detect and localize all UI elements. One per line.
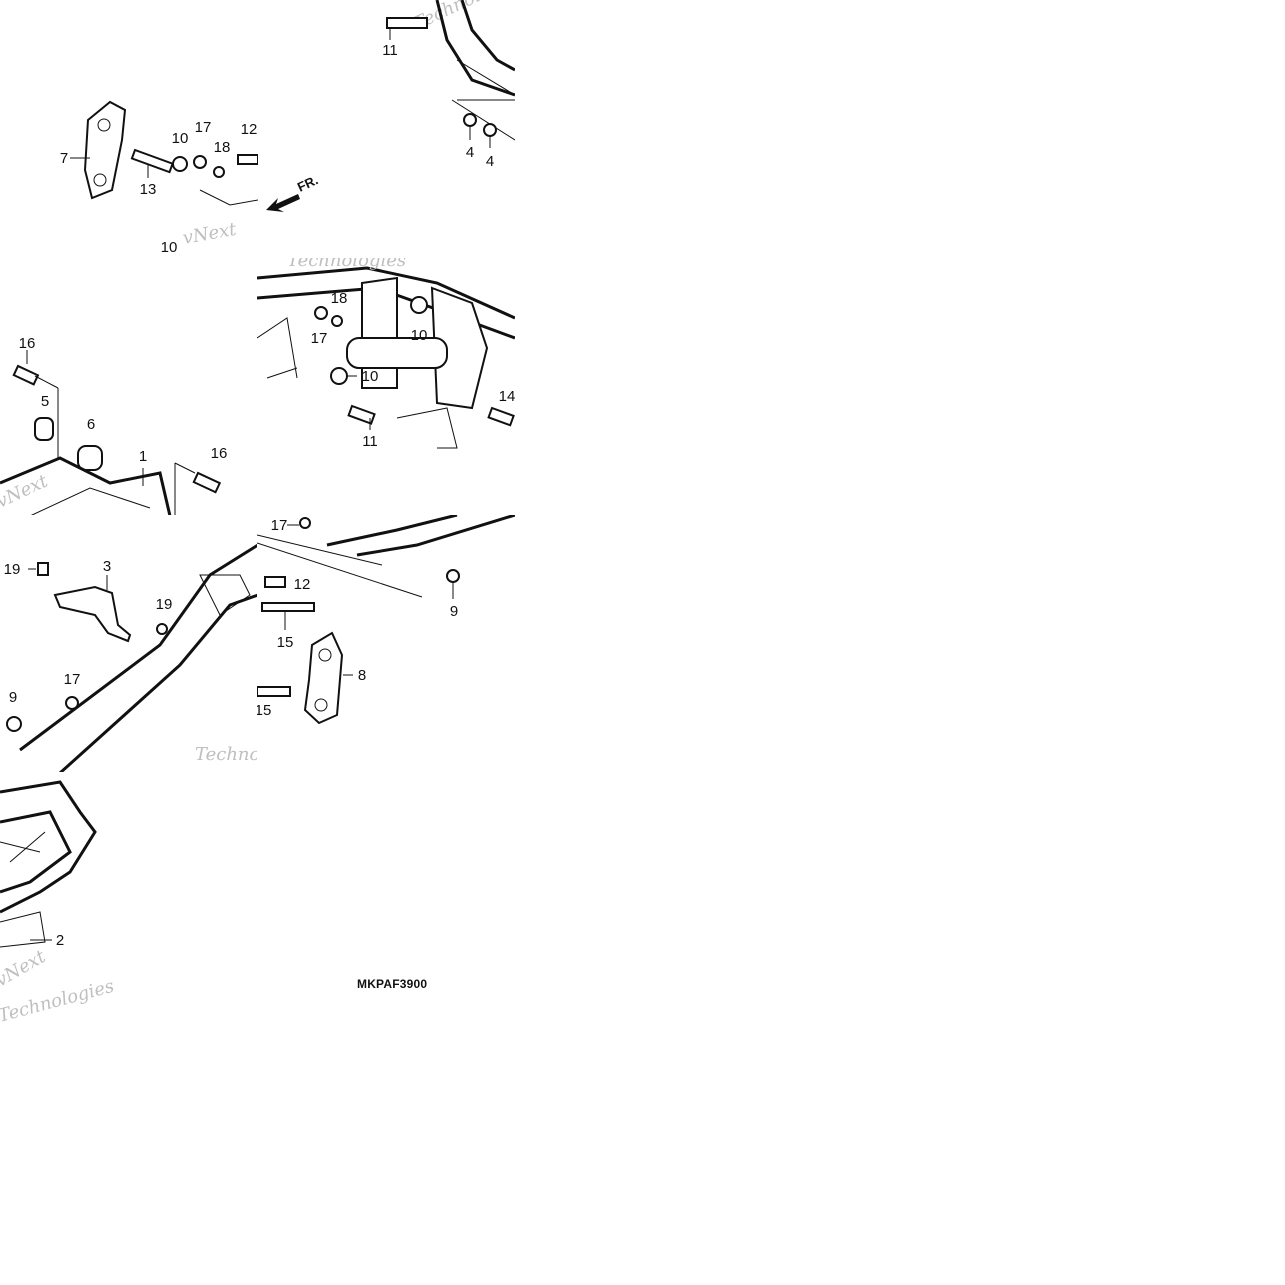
nut-17 [299, 517, 311, 529]
washer-10 [330, 367, 348, 385]
callout-label: 10 [411, 327, 428, 344]
callout-label: 6 [87, 416, 95, 433]
callout-label: 16 [19, 335, 36, 352]
watermark-text: vNext [0, 946, 50, 992]
callout-label: 4 [486, 153, 494, 170]
callout-label: 10 [161, 239, 178, 256]
plate-8 [303, 631, 344, 725]
callout-label: 9 [9, 689, 17, 706]
washer-10 [172, 156, 188, 172]
bolt-13 [130, 148, 174, 174]
callout-label: 2 [56, 932, 64, 949]
tile-bracket-3: 19 3 19 17 9 Technologies [0, 515, 258, 773]
washer-9 [6, 716, 22, 732]
callout-label: 15 [257, 702, 271, 719]
bolt-19 [37, 562, 49, 576]
bolt-15 [261, 602, 315, 612]
callout-label: 17 [64, 671, 81, 688]
callout-label: 12 [241, 121, 258, 138]
tile-plate-7: 7 13 10 17 18 12 10 vNext [0, 0, 258, 258]
callout-label: 11 [362, 433, 378, 450]
callout-label: 14 [499, 388, 515, 405]
callout-label: 19 [4, 561, 21, 578]
arrow-icon [266, 194, 300, 212]
callout-label: 17 [311, 330, 328, 347]
bracket-3 [53, 585, 132, 643]
tile-upper-bracket: Technologies 11 4 4 [257, 0, 515, 258]
plate-7 [83, 100, 127, 200]
watermark-text: vNext [181, 219, 239, 249]
direction-label: FR. [295, 176, 320, 195]
bolt-12 [264, 576, 286, 588]
callout-label: 17 [271, 517, 288, 534]
washer-18 [331, 315, 343, 327]
callout-label: 13 [140, 181, 157, 198]
bushing-5 [34, 417, 54, 441]
callout-label: 12 [294, 576, 311, 593]
callout-label: 1 [139, 448, 147, 465]
callout-label: 4 [466, 144, 474, 161]
nut-17 [65, 696, 79, 710]
callout-label: 16 [211, 445, 228, 462]
callout-label: 17 [195, 119, 212, 136]
watermark-text: Technologies [287, 258, 406, 271]
callout-label: 9 [450, 603, 458, 620]
callout-label: 19 [156, 596, 173, 613]
washer-9 [446, 569, 460, 583]
callout-label: 11 [382, 42, 398, 59]
nut-17 [314, 306, 328, 320]
cross-tube [346, 337, 448, 369]
callout-label: 10 [172, 130, 189, 147]
callout-label: 18 [331, 290, 348, 307]
washer-10 [410, 296, 428, 314]
tile-frame-center: 17 18 10 10 11 14 Technologies [257, 258, 515, 516]
gusset-plate [430, 286, 489, 410]
bolt-16 [192, 471, 222, 494]
washer-18 [213, 166, 225, 178]
callout-label: 8 [358, 667, 366, 684]
bolt-16 [12, 364, 40, 386]
callout-label: 5 [41, 393, 49, 410]
nut-4 [463, 113, 477, 127]
tile-bushings: 16 5 6 1 16 vNext [0, 258, 258, 516]
diagram-code: MKPAF3900 [357, 977, 428, 991]
bolt-11 [347, 404, 376, 425]
watermark-text: Technologies [195, 744, 258, 765]
bushing-6 [77, 445, 103, 471]
direction-indicator: FR. [262, 176, 332, 216]
bolt-12 [237, 154, 258, 165]
callout-label: 15 [277, 634, 294, 651]
tile-plate-8: 17 12 9 15 8 15 [257, 515, 515, 773]
tile-frame-2: 2 vNext Technologies [0, 772, 258, 1030]
callout-label: 10 [362, 368, 379, 385]
watermark-text: Technologies [0, 976, 116, 1027]
bolt-19 [156, 623, 168, 635]
nut-17 [193, 155, 207, 169]
callout-label: 18 [214, 139, 231, 156]
nut-4 [483, 123, 497, 137]
watermark-text: vNext [0, 470, 52, 512]
callout-label: 7 [60, 150, 68, 167]
bolt-14 [487, 406, 515, 427]
bolt-15 [257, 686, 291, 697]
callout-label: 3 [103, 558, 111, 575]
bolt-11 [386, 17, 428, 29]
